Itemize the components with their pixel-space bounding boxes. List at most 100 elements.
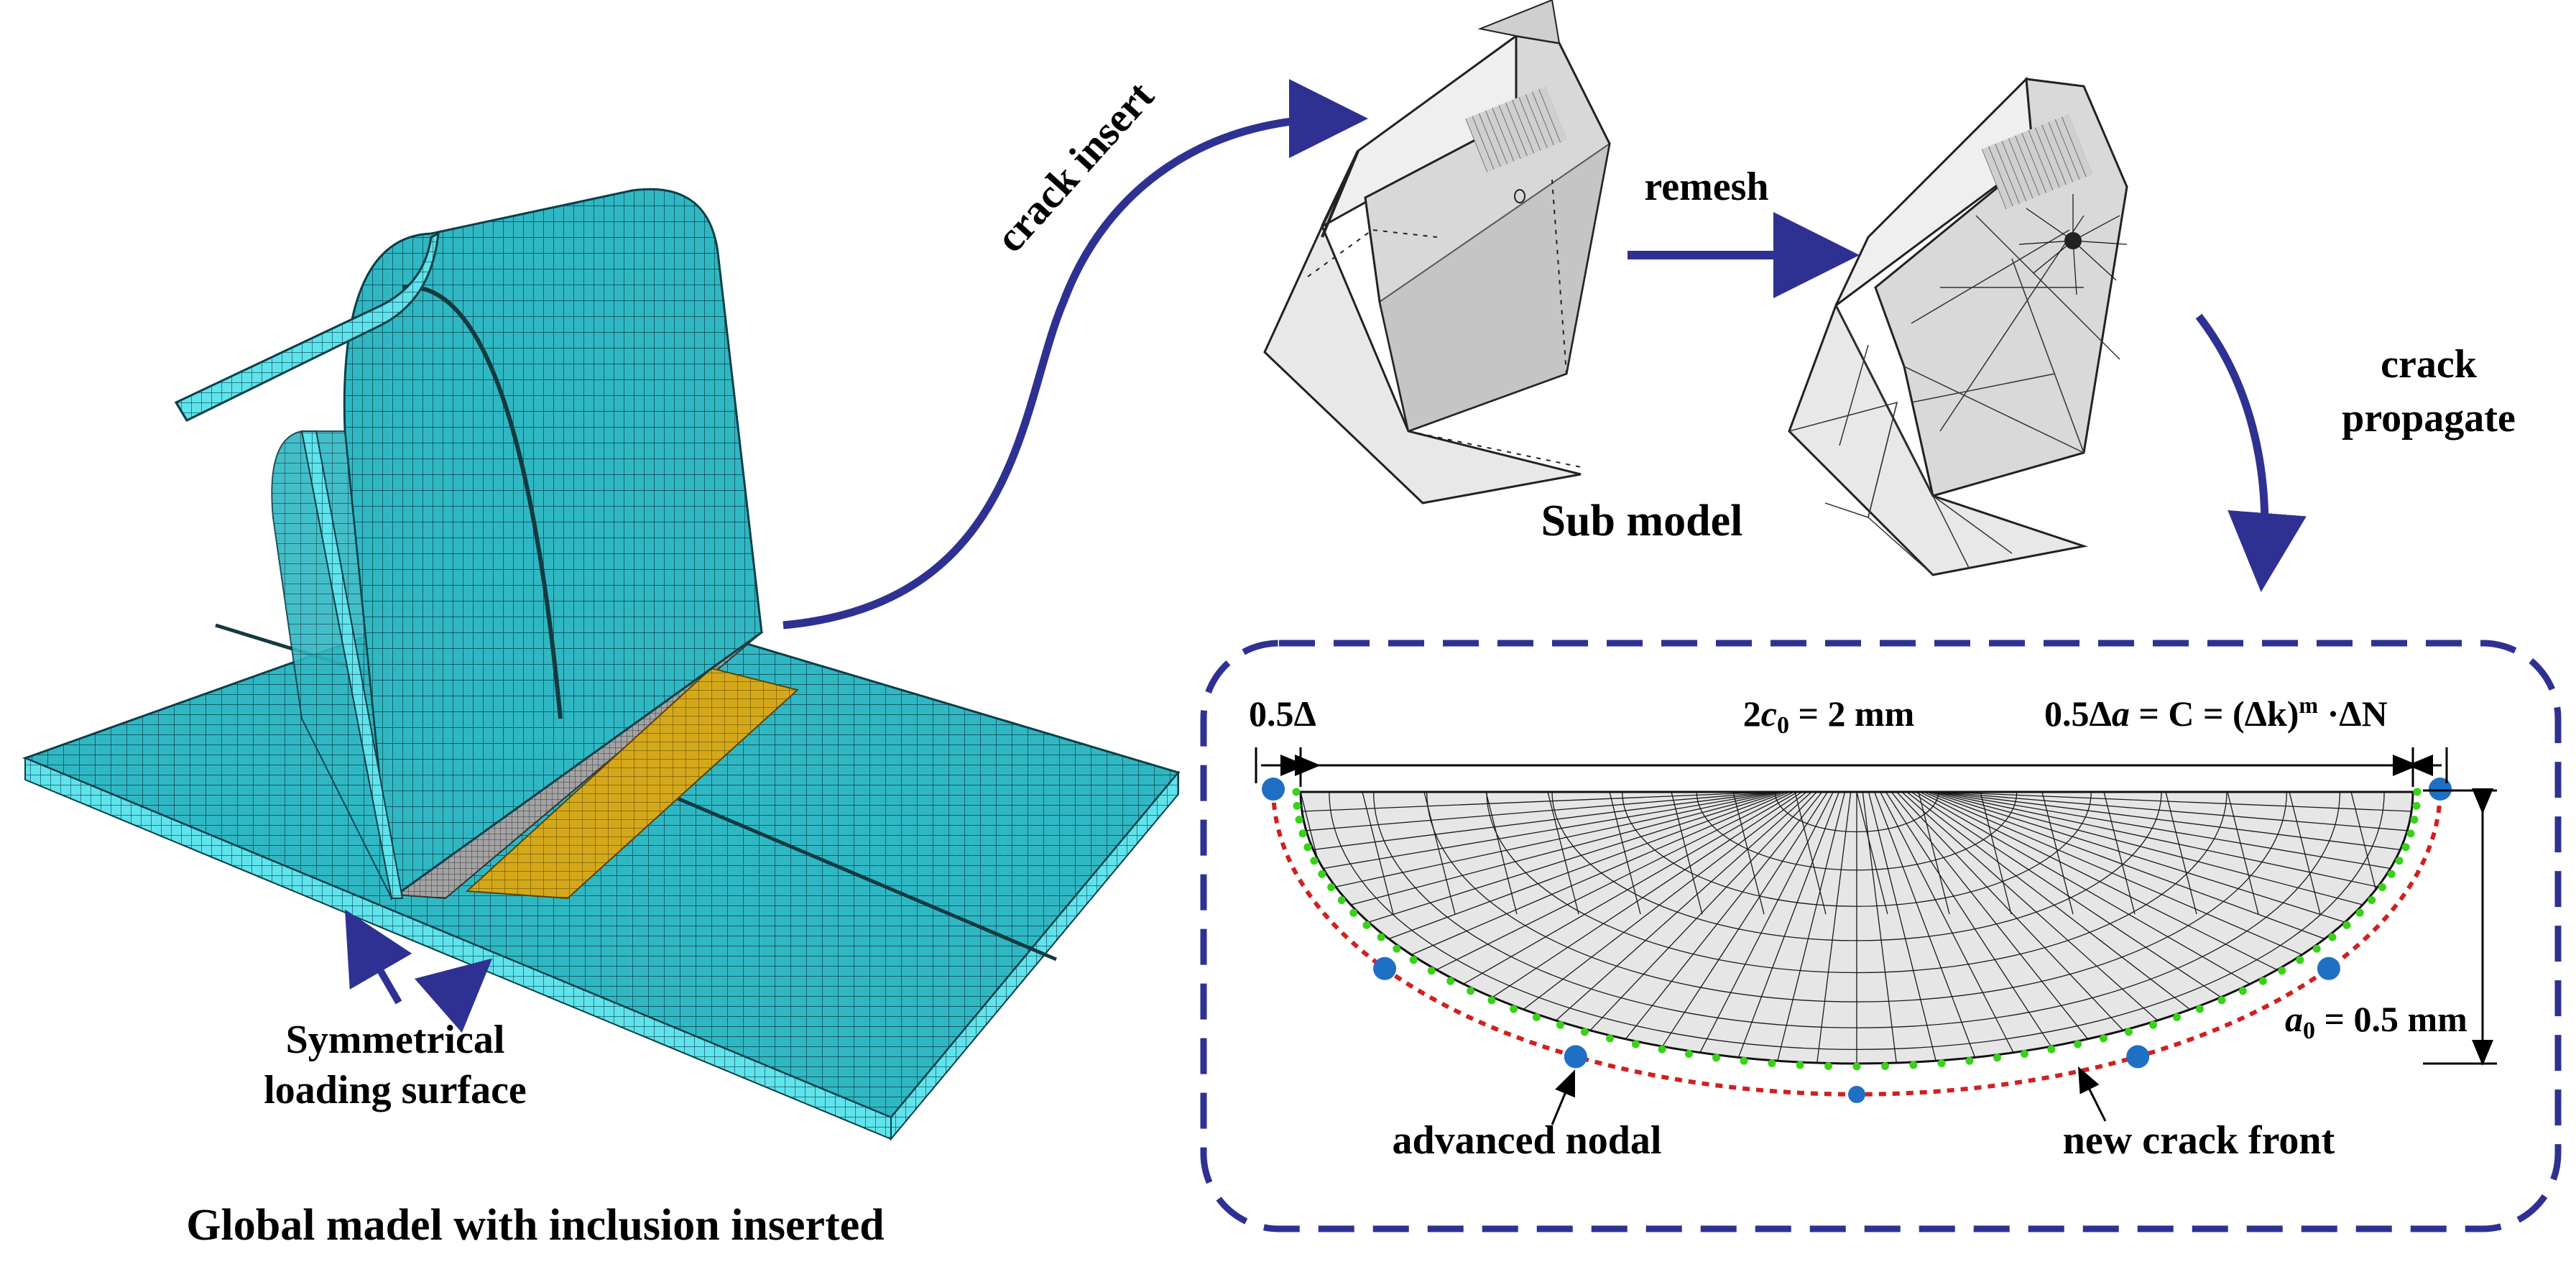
crack-front-node	[2387, 870, 2396, 878]
crack-front-node	[2413, 788, 2422, 796]
mesh-spoke	[1463, 792, 1799, 985]
crack-detail-panel	[1200, 640, 2562, 1232]
crack-front-node	[2328, 933, 2337, 941]
crack-front-node	[1393, 944, 1401, 953]
crack-propagate-arrow	[2195, 313, 2307, 592]
crack-front-node	[1768, 1059, 1776, 1068]
dimension-lines	[1255, 747, 2497, 1125]
crack-front-node	[2410, 816, 2419, 824]
mesh-spoke	[1335, 792, 1779, 888]
mesh-spoke	[1411, 792, 1791, 956]
mesh-spoke	[1926, 792, 2325, 939]
mesh-diagonal	[1732, 792, 1765, 915]
symmetrical-label-line2: loading surface	[264, 1068, 527, 1112]
inclusion-region	[465, 667, 800, 900]
crack-front-node	[1427, 967, 1436, 975]
mesh-spoke	[1885, 792, 2052, 1047]
mesh-spoke	[1919, 792, 2278, 971]
mesh-spoke	[1936, 792, 2391, 870]
advanced-nodal-label: advanced nodal	[1393, 1118, 1662, 1163]
advanced-nodal-point	[2126, 1045, 2150, 1069]
advanced-nodal-point	[1564, 1045, 1587, 1069]
mesh-spoke	[1436, 792, 1794, 971]
mesh-diagonal	[1856, 792, 1888, 915]
remesh-label: remesh	[1644, 165, 1768, 209]
submodel-original	[1263, 0, 1611, 504]
crack-front-node	[1409, 956, 1418, 964]
submodel-remeshed	[1788, 76, 2128, 576]
mesh-spoke	[1911, 792, 2222, 998]
crack-front-node	[1712, 1054, 1720, 1062]
mesh-diagonal	[1980, 792, 2012, 915]
crack-front-node	[2258, 977, 2267, 985]
mesh-spoke	[1934, 792, 2378, 888]
crack-mesh	[1301, 792, 2413, 1064]
mesh-spoke	[1874, 792, 1976, 1058]
crack-front-node	[2368, 896, 2376, 905]
crack-front-node	[2149, 1020, 2158, 1029]
advanced-nodal-point	[1262, 778, 1285, 801]
half-delta-label: 0.5Δ	[1249, 693, 1316, 734]
stiffener-face	[343, 188, 763, 900]
crack-front-nodes	[1292, 788, 2422, 1071]
crack-front-node	[1965, 1056, 1974, 1065]
mesh-spoke	[1906, 792, 2191, 1010]
mesh-spoke	[1625, 792, 1823, 1040]
advanced-nodal-point	[1848, 1086, 1865, 1103]
crack-front-node	[2238, 987, 2247, 995]
growth-law-label: 0.5Δa = C = (Δk)m ·ΔN	[2044, 692, 2388, 734]
crack-front-node	[1881, 1062, 1890, 1071]
crack-front-node	[1467, 987, 1475, 995]
mesh-spoke	[1915, 792, 2250, 985]
top-flange	[174, 231, 440, 422]
crack-width-label: 2c0 = 2 mm	[1743, 693, 1915, 739]
mesh-spoke	[1350, 792, 1781, 905]
mesh-spoke	[1939, 792, 2408, 831]
advanced-nodal-point	[1373, 956, 1397, 980]
crack-front-node	[2296, 956, 2304, 964]
mesh-spoke	[1929, 792, 2345, 923]
crack-front-node	[1318, 870, 1326, 878]
advanced-nodal-point	[2317, 956, 2340, 980]
mesh-spoke	[1923, 792, 2302, 956]
global-model-caption: Global madel with inclusion inserted	[186, 1201, 884, 1250]
mesh-spoke	[1777, 792, 1846, 1061]
crack-front-node	[2173, 1013, 2182, 1022]
crack-propagate-label-line2: propagate	[2342, 396, 2516, 441]
crack-depth-label: a0 = 0.5 mm	[2285, 999, 2467, 1044]
crack-front-node	[2342, 921, 2351, 929]
crack-front-node	[1293, 801, 1301, 810]
mesh-diagonal	[1485, 792, 1518, 915]
crack-front-node	[1337, 896, 1346, 905]
crack-front-node	[1740, 1056, 1748, 1065]
base-plate-edge-right	[890, 770, 1179, 1141]
sub-model-caption: Sub model	[1541, 497, 1743, 545]
mesh-diagonal	[1671, 792, 1703, 915]
mesh-diagonal	[2227, 792, 2259, 915]
mesh-spoke	[1816, 792, 1852, 1064]
new-crack-front-label: new crack front	[2063, 1118, 2335, 1163]
mesh-spoke	[1306, 792, 1775, 831]
crack-front-node	[2278, 967, 2286, 975]
crack-front-node	[2074, 1040, 2082, 1048]
crack-front-node	[1556, 1020, 1564, 1029]
advanced-nodal-points	[1262, 778, 2452, 1103]
symmetry-arrows	[344, 909, 493, 1033]
mesh-spoke	[1868, 792, 1936, 1061]
mesh-spoke	[1492, 792, 1803, 998]
mesh-spoke	[1901, 792, 2158, 1021]
advanced-nodal-point	[2429, 778, 2452, 801]
mesh-spoke	[1313, 792, 1776, 850]
crack-front-node	[1487, 996, 1496, 1005]
crack-front-node	[2401, 843, 2410, 852]
crack-front-node	[1824, 1062, 1832, 1071]
crack-front-node	[2378, 883, 2386, 892]
mesh-spoke	[1301, 792, 1774, 812]
crack-front-node	[1446, 977, 1455, 985]
crack-front-node	[2217, 996, 2226, 1005]
crack-front-node	[1292, 788, 1301, 796]
mesh-spoke	[1323, 792, 1777, 870]
mesh-diagonal	[1918, 792, 1950, 915]
crack-front-node	[2021, 1049, 2029, 1058]
